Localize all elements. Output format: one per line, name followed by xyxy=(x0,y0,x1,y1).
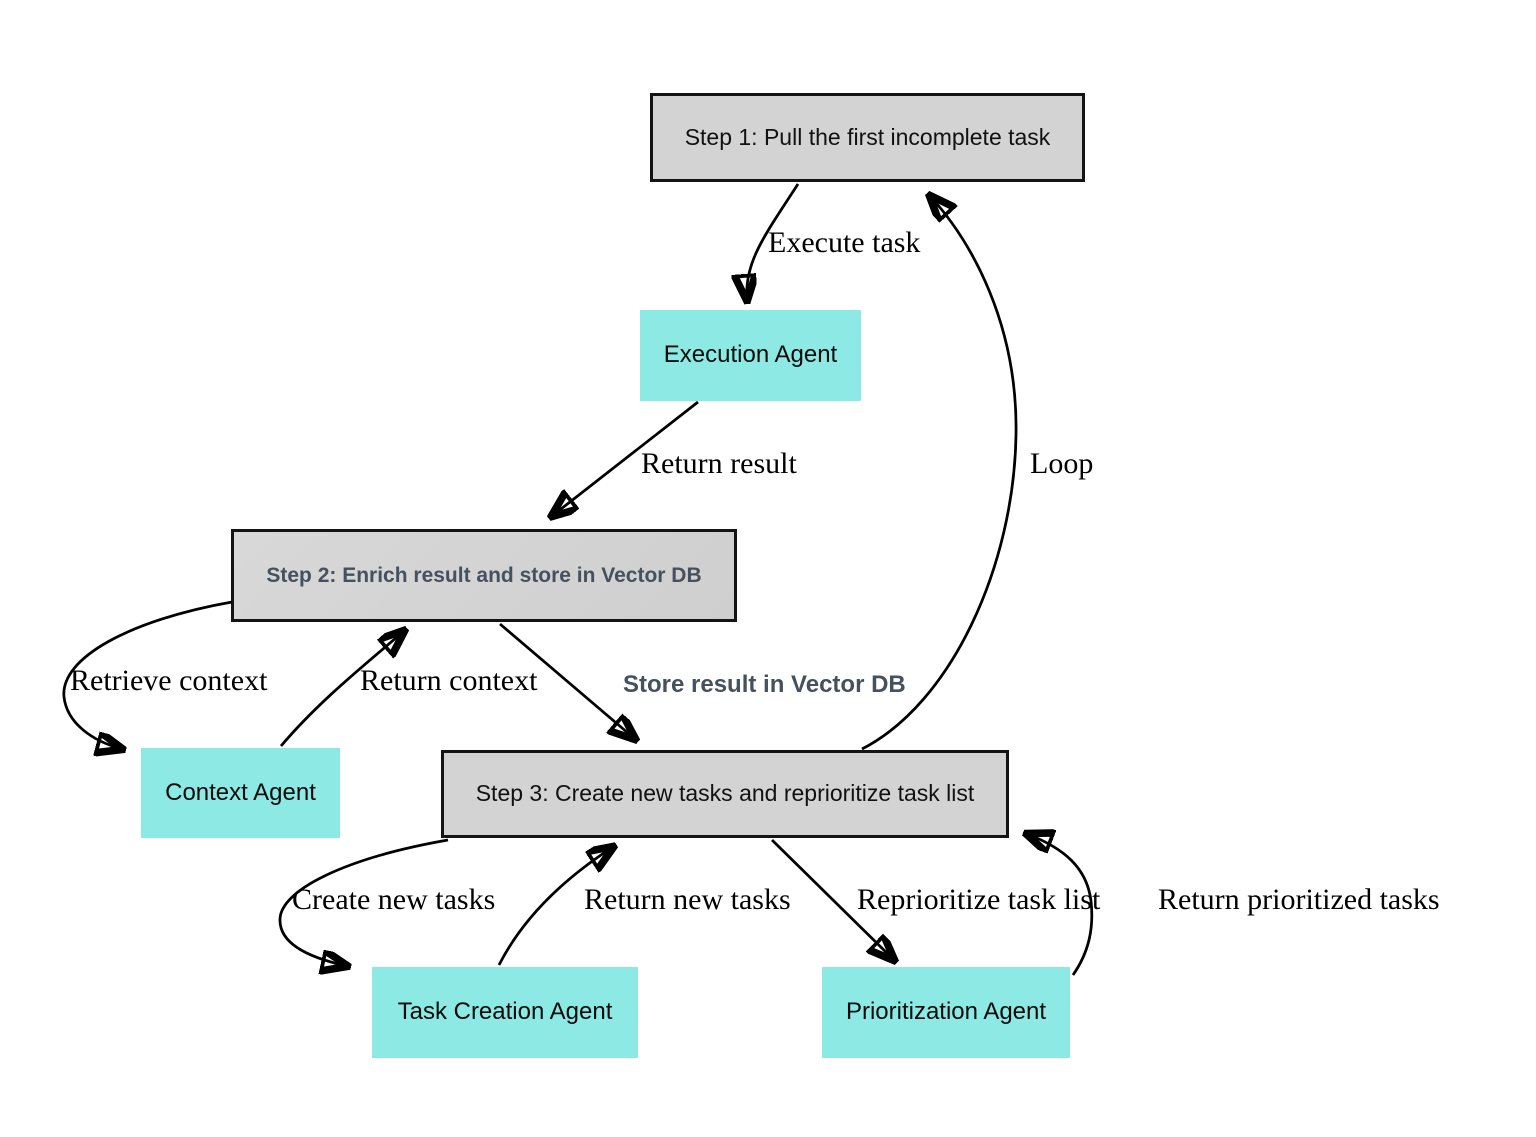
node-step1: Step 1: Pull the first incomplete task xyxy=(650,93,1085,182)
edge-label-loop: Loop xyxy=(1030,447,1094,480)
edge-label-store-result: Store result in Vector DB xyxy=(623,671,906,698)
edge-label-reprioritize-task-list: Reprioritize task list xyxy=(857,883,1101,916)
node-task-creation-agent: Task Creation Agent xyxy=(372,967,638,1058)
edge-label-return-prioritized-tasks: Return prioritized tasks xyxy=(1158,883,1440,916)
edge-label-execute-task: Execute task xyxy=(768,226,921,259)
edge-label-return-new-tasks: Return new tasks xyxy=(584,883,791,916)
node-prioritization-agent: Prioritization Agent xyxy=(822,967,1070,1058)
edge-label-retrieve-context: Retrieve context xyxy=(70,664,268,697)
node-step2: Step 2: Enrich result and store in Vecto… xyxy=(231,529,737,622)
edge-label-create-new-tasks: Create new tasks xyxy=(292,883,496,916)
arrow-loop xyxy=(861,196,1018,751)
node-execution-agent: Execution Agent xyxy=(640,310,861,401)
node-step3: Step 3: Create new tasks and reprioritiz… xyxy=(441,750,1009,838)
edge-label-return-result: Return result xyxy=(641,447,797,480)
edge-label-return-context: Return context xyxy=(360,664,538,697)
node-context-agent: Context Agent xyxy=(141,748,340,838)
